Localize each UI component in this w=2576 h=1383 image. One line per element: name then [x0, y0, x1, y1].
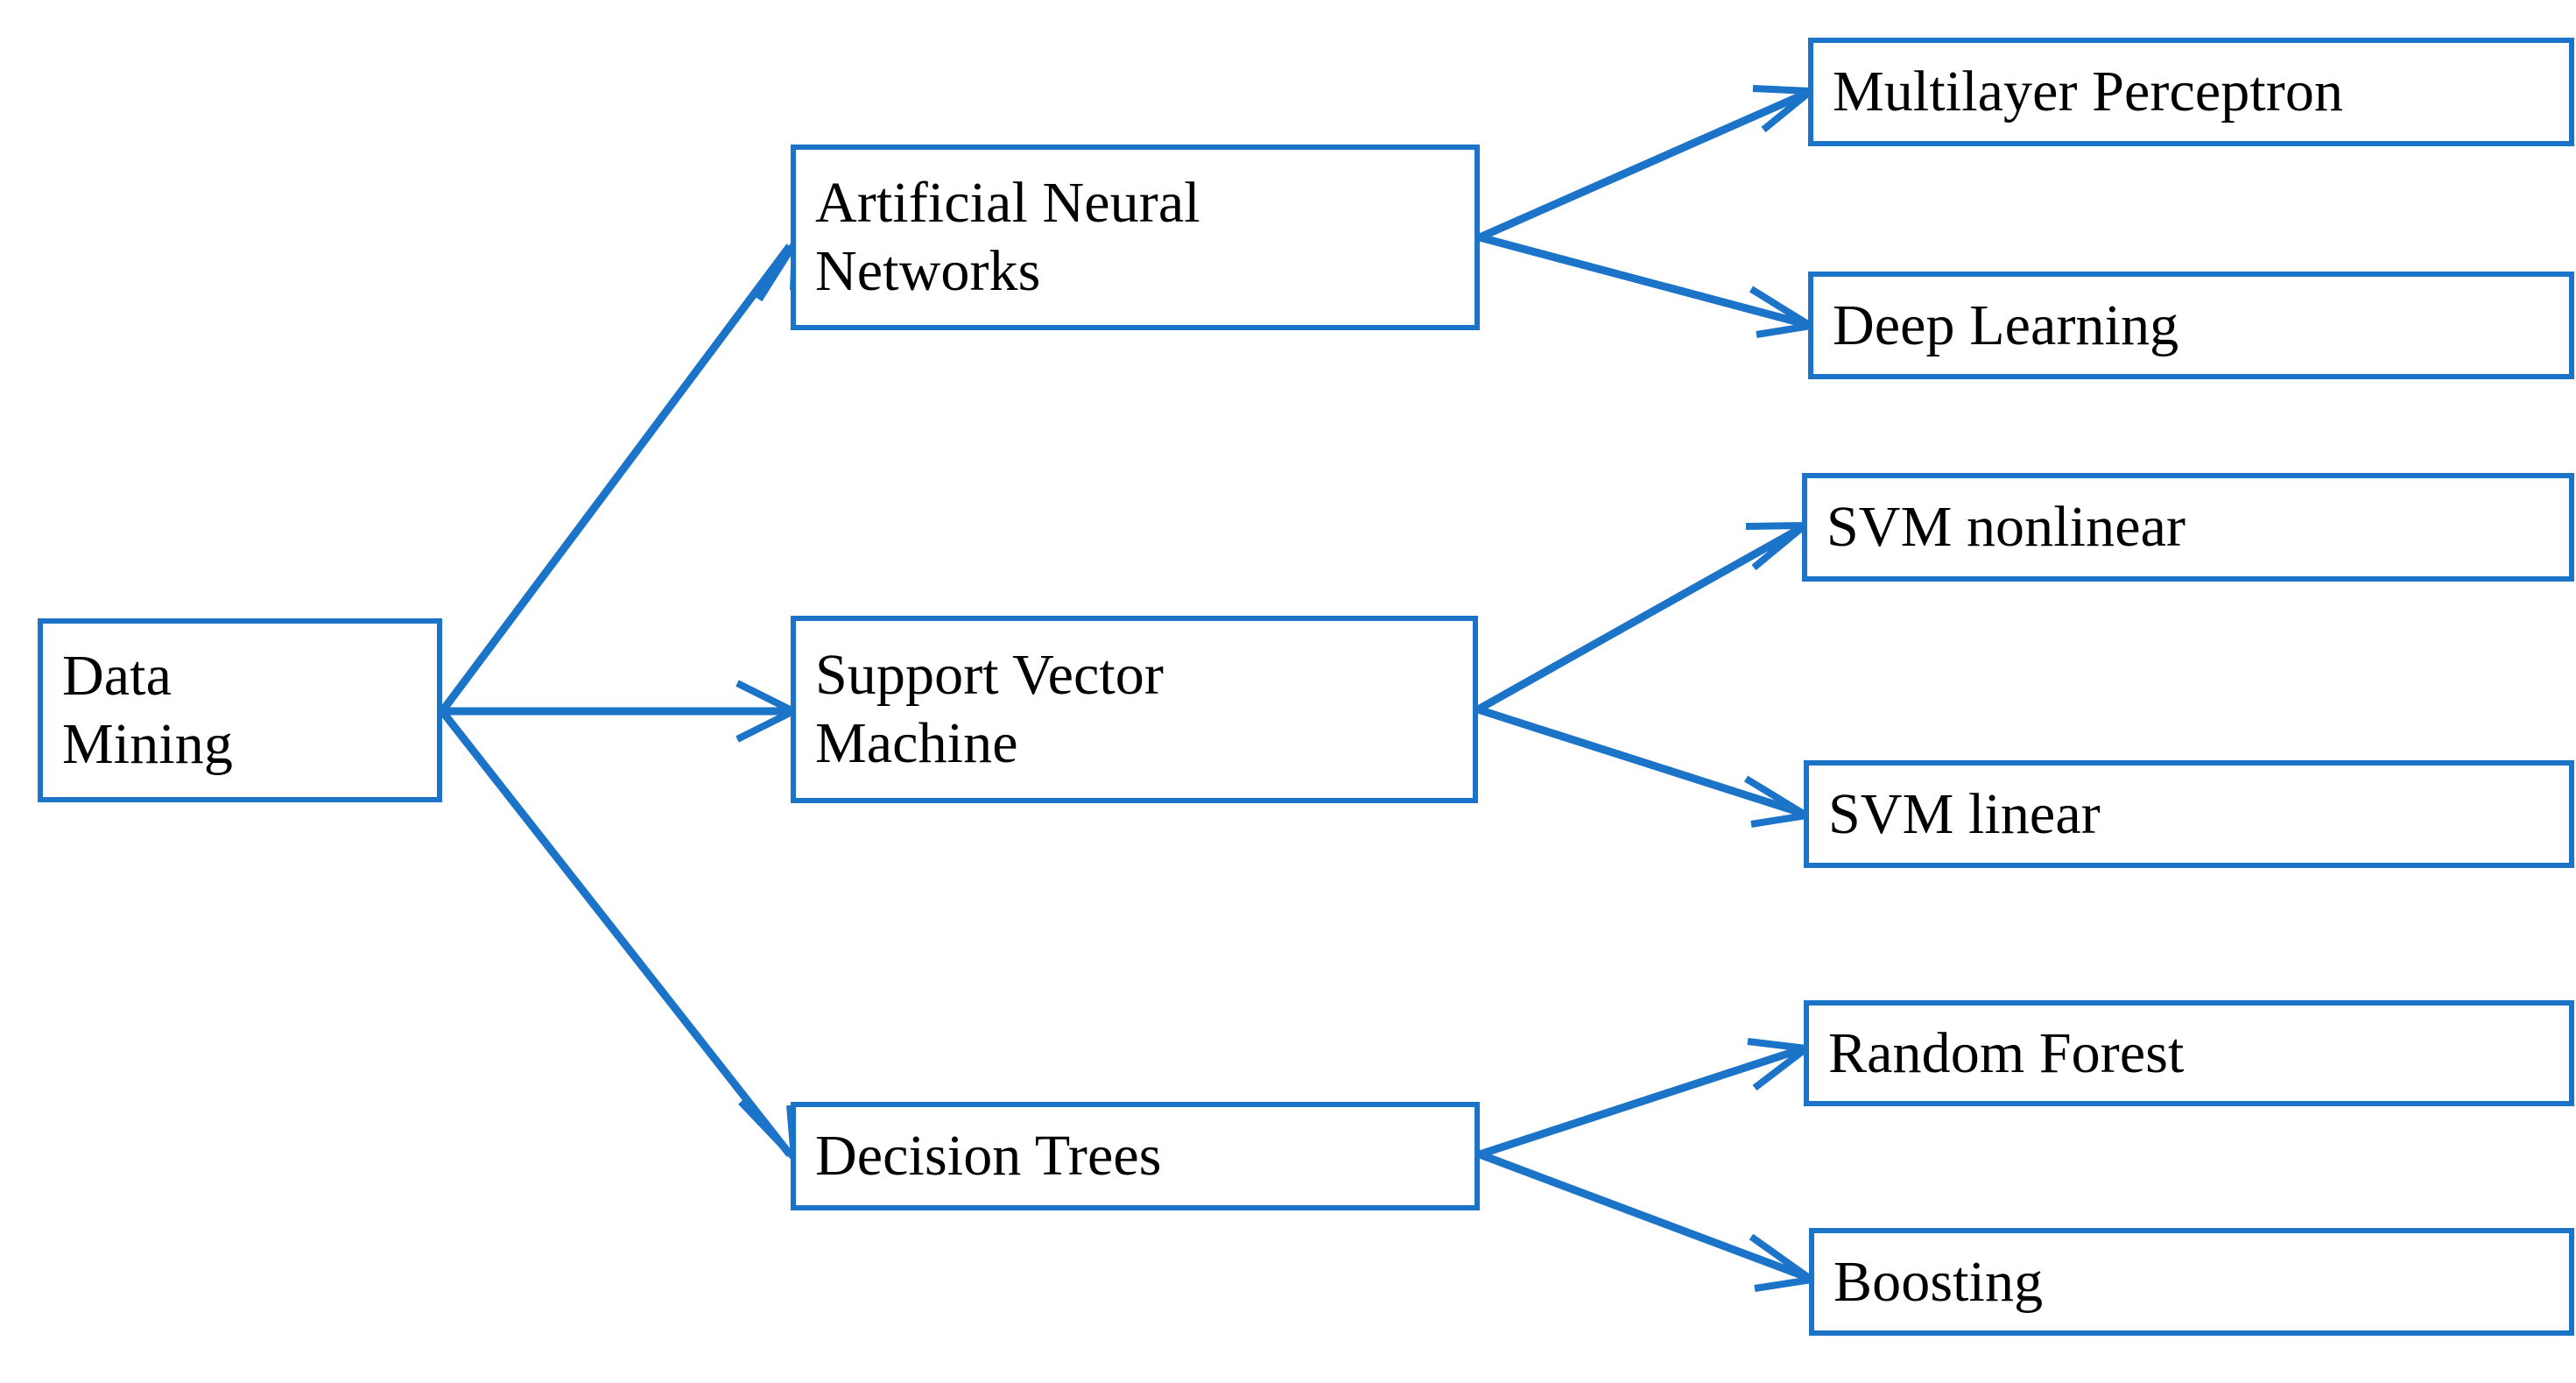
node-support-vector-machine[interactable]: Support Vector Machine: [791, 616, 1478, 803]
node-label: Boosting: [1833, 1249, 2044, 1314]
node-label: Artificial Neural Networks: [815, 171, 1200, 303]
node-data-mining[interactable]: Data Mining: [38, 618, 442, 802]
edge-root-to-ann: [439, 240, 799, 714]
node-artificial-neural-networks[interactable]: Artificial Neural Networks: [791, 145, 1480, 330]
edge-dt-to-boosting: [1478, 1150, 1814, 1292]
edge-ann-to-dl: [1478, 233, 1813, 338]
node-decision-trees[interactable]: Decision Trees: [791, 1102, 1480, 1210]
edge-dt-to-random-forest: [1478, 1038, 1809, 1159]
node-boosting[interactable]: Boosting: [1809, 1228, 2574, 1336]
edge-svm-to-svm-linear: [1476, 705, 1809, 828]
node-deep-learning[interactable]: Deep Learning: [1808, 272, 2574, 379]
edge-root-to-dt: [439, 709, 798, 1161]
node-label: SVM linear: [1828, 781, 2101, 846]
edge-root-to-svm: [442, 680, 795, 743]
node-label: SVM nonlinear: [1826, 495, 2186, 560]
node-label: Deep Learning: [1833, 293, 2179, 357]
node-random-forest[interactable]: Random Forest: [1804, 1000, 2574, 1106]
node-label: Random Forest: [1828, 1020, 2185, 1085]
node-svm-nonlinear[interactable]: SVM nonlinear: [1802, 473, 2574, 582]
node-label: Multilayer Perceptron: [1833, 60, 2344, 124]
node-multilayer-perceptron[interactable]: Multilayer Perceptron: [1808, 38, 2574, 146]
node-svm-linear[interactable]: SVM linear: [1804, 760, 2574, 868]
node-label: Support Vector Machine: [815, 643, 1164, 775]
edge-ann-to-mlp: [1478, 85, 1813, 242]
node-label: Data Mining: [62, 644, 233, 776]
edge-svm-to-svm-nonlinear: [1475, 522, 1807, 713]
node-label: Decision Trees: [815, 1124, 1162, 1189]
